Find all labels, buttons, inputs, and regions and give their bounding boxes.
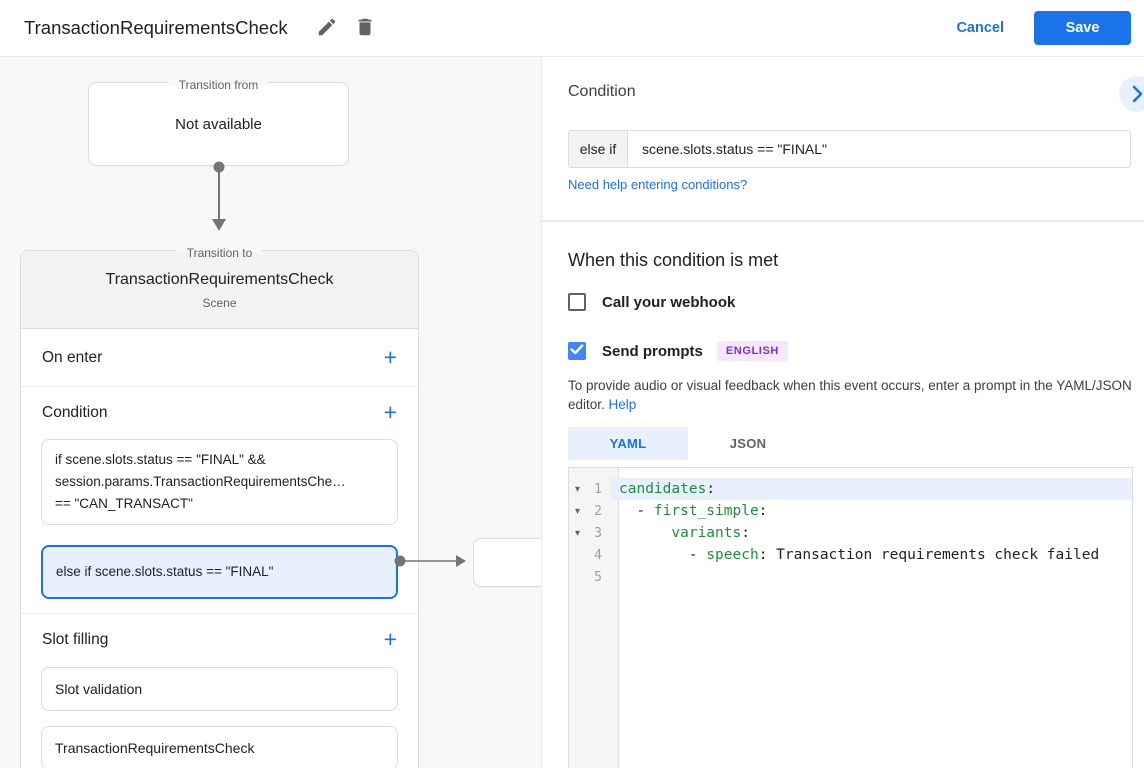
webhook-checkbox[interactable] [568,293,586,311]
fold-arrow-icon[interactable]: ▾ [574,505,581,517]
cancel-button[interactable]: Cancel [956,20,1004,36]
prompts-description: To provide audio or visual feedback when… [568,376,1144,414]
editor-lines: ▾ 1 candidates: ▾ 2 - first_simple: ▾ 3 … [569,468,1132,588]
fold-arrow-icon[interactable]: ▾ [574,483,581,495]
scene-card: TransactionRequirementsCheck Scene On en… [20,250,419,768]
transition-from-node[interactable]: Not available [88,82,349,166]
condition-item-if[interactable]: if scene.slots.status == "FINAL" && sess… [41,439,398,525]
line-number: 3 [594,525,602,541]
code-text: variants: [671,525,750,541]
chevron-right-icon [1119,85,1144,115]
language-badge: ENGLISH [716,341,788,361]
condition-if-line-3: == "CAN_TRANSACT" [55,496,193,511]
checkmark-icon [568,340,586,363]
help-link[interactable]: Help [608,397,637,412]
code-text [611,566,1132,588]
code-text: - speech: Transaction requirements check… [619,547,1100,563]
scene-card-header[interactable]: TransactionRequirementsCheck Scene [21,251,418,329]
transition-target-node[interactable] [473,538,541,587]
tab-yaml[interactable]: YAML [568,427,688,460]
slot-scene-label: TransactionRequirementsCheck [55,740,255,756]
condition-elseif-text: else if scene.slots.status == "FINAL" [56,564,274,579]
on-enter-label: On enter [42,348,103,366]
scene-card-title: TransactionRequirementsCheck [105,271,334,288]
panel-divider [542,220,1144,222]
add-slot-button[interactable]: + [383,626,397,652]
transition-arrow-icon [212,161,226,231]
code-text: candidates: [611,478,1132,500]
topbar: TransactionRequirementsCheck Cancel Save [0,0,1144,57]
scene-card-subtitle: Scene [202,296,237,310]
send-prompts-checkbox-row: Send prompts ENGLISH [568,341,788,361]
fold-arrow-icon[interactable]: ▾ [574,527,581,539]
condition-help-link[interactable]: Need help entering conditions? [568,177,748,192]
save-button[interactable]: Save [1034,11,1131,45]
flow-canvas[interactable]: Not available Transition from Transactio… [0,57,541,768]
when-met-title: When this condition is met [568,250,779,270]
condition-connector-arrow-icon [394,555,466,567]
condition-section-label: Condition [42,403,108,421]
code-text: - first_simple: [619,503,768,519]
condition-expression-input[interactable] [628,131,1130,167]
editor-line[interactable]: ▾ 2 - first_simple: [569,500,1132,522]
add-condition-button[interactable]: + [383,399,397,425]
editor-line[interactable]: 5 [569,566,1132,588]
line-number: 2 [594,503,602,519]
pencil-icon [316,16,338,41]
slot-filling-label: Slot filling [42,630,109,648]
condition-section: Condition + if scene.slots.status == "FI… [21,387,418,614]
editor-line[interactable]: 4 - speech: Transaction requirements che… [569,544,1132,566]
yaml-editor[interactable]: ▾ 1 candidates: ▾ 2 - first_simple: ▾ 3 … [568,467,1133,768]
condition-prefix-label: else if [569,131,628,167]
add-on-enter-button[interactable]: + [383,344,397,370]
condition-input-group: else if [568,130,1131,168]
slot-filling-header: Slot filling + [21,614,418,665]
webhook-checkbox-row: Call your webhook [568,293,735,311]
collapse-panel-button[interactable] [1119,76,1144,112]
delete-scene-button[interactable] [346,9,384,47]
on-enter-row: On enter + [21,329,418,387]
editor-tabs: YAML JSON [568,427,808,460]
send-prompts-checkbox[interactable] [568,342,586,360]
condition-section-header: Condition + [21,387,418,438]
send-prompts-label: Send prompts [602,342,703,360]
page-title: TransactionRequirementsCheck [24,17,288,38]
webhook-label: Call your webhook [602,293,736,311]
slot-validation-label: Slot validation [55,681,143,697]
slot-scene-item[interactable]: TransactionRequirementsCheck [41,726,398,768]
editor-line[interactable]: ▾ 3 variants: [569,522,1132,544]
slot-validation-item[interactable]: Slot validation [41,667,398,711]
condition-item-elseif-selected[interactable]: else if scene.slots.status == "FINAL" [41,545,398,599]
slot-filling-section: Slot filling + Slot validation Transacti… [21,614,418,768]
condition-if-line-2: session.params.TransactionRequirementsCh… [55,474,346,489]
editor-line[interactable]: ▾ 1 candidates: [569,478,1132,500]
line-number: 5 [594,569,602,585]
trash-icon [354,16,376,41]
condition-if-line-1: if scene.slots.status == "FINAL" && [55,452,266,467]
condition-detail-panel: Condition else if Need help entering con… [541,57,1144,768]
line-number: 4 [594,547,602,563]
edit-scene-button[interactable] [308,9,346,47]
tab-json[interactable]: JSON [729,436,767,451]
prompts-description-text: To provide audio or visual feedback when… [568,378,1132,412]
transition-from-text: Not available [175,115,262,133]
panel-title: Condition [568,83,636,100]
editor-gutter [569,468,619,768]
line-number: 1 [594,481,602,497]
